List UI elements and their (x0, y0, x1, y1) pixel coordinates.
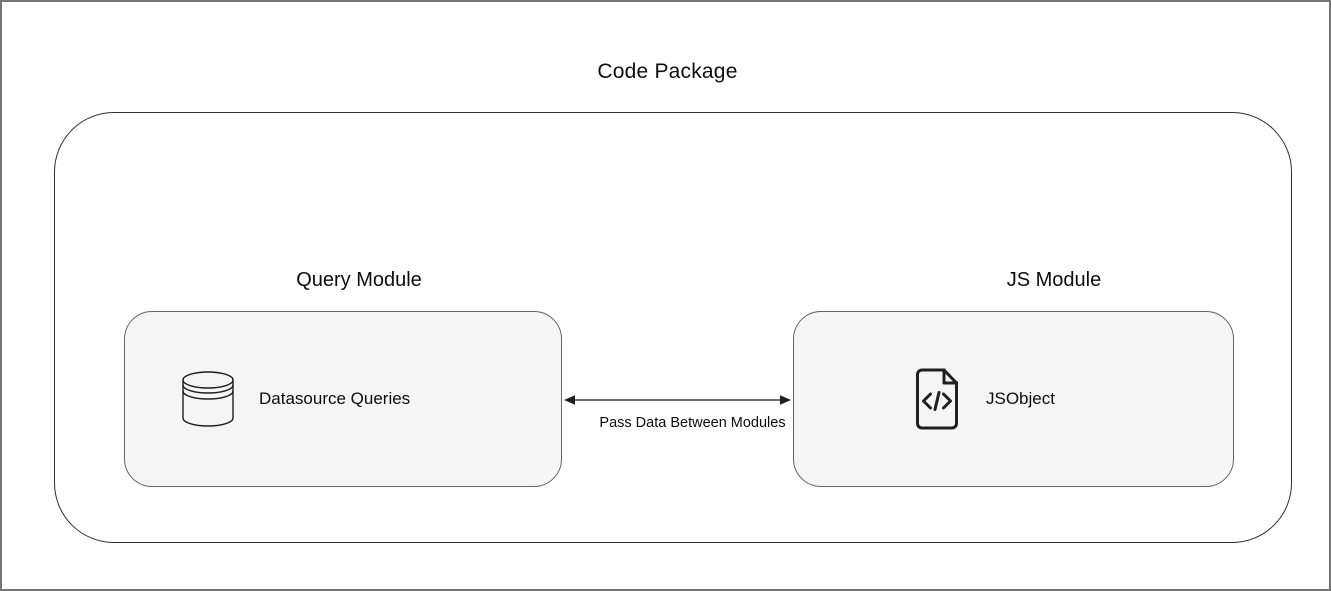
query-module-label: Query Module (296, 269, 422, 291)
diagram-title: Code Package (597, 60, 738, 83)
query-node-content: Datasource Queries (181, 312, 410, 486)
code-file-icon (916, 368, 958, 430)
query-module-node: Datasource Queries (124, 311, 562, 487)
bidirectional-arrow (564, 395, 791, 405)
js-module-label: JS Module (1006, 269, 1102, 291)
database-icon (182, 371, 234, 427)
connector-label: Pass Data Between Modules (599, 415, 786, 431)
query-node-label: Datasource Queries (259, 389, 411, 408)
js-node-label: JSObject (986, 389, 1055, 408)
js-node-content: JSObject (914, 312, 1055, 486)
js-module-node: JSObject (793, 311, 1234, 487)
